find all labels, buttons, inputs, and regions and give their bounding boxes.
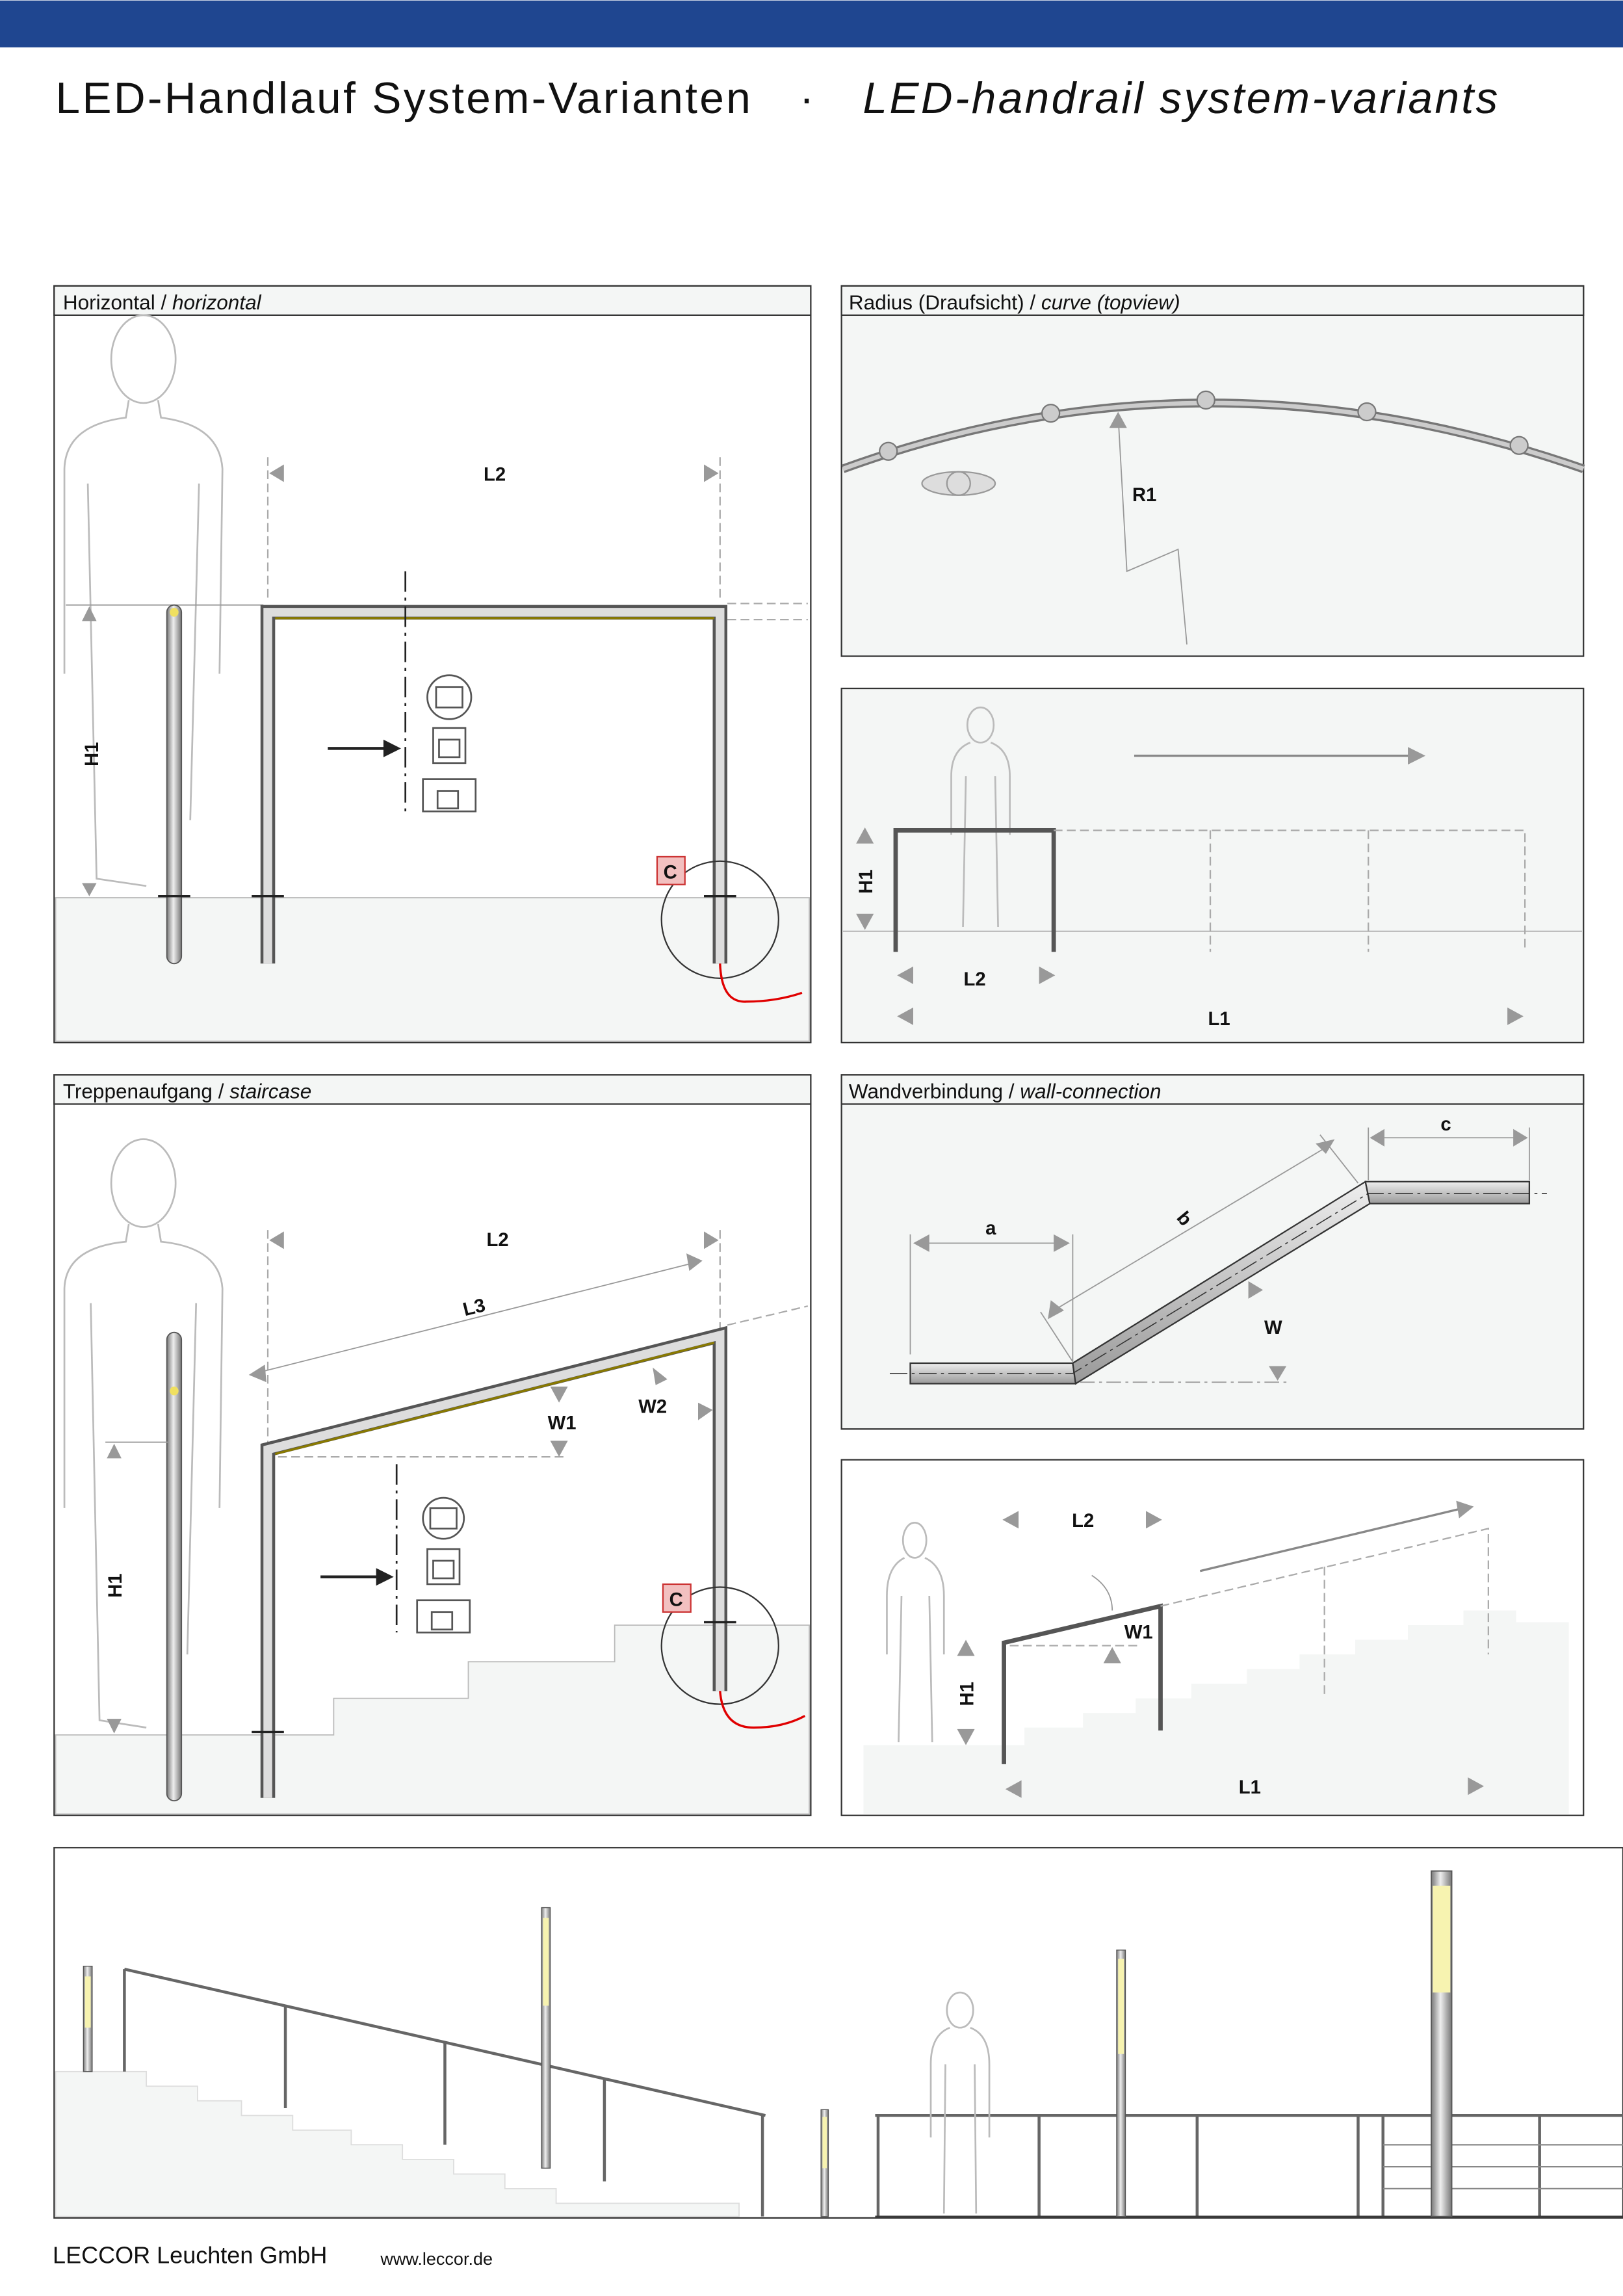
dim-h1: H1 [856, 870, 877, 894]
panel-radius: Radius (Draufsicht) / curve (topview) R1 [840, 285, 1585, 657]
dim-l2: L2 [1072, 1511, 1094, 1532]
title-german: LED-Handlauf System-Varianten [56, 74, 753, 123]
bollard-post [166, 604, 183, 965]
title-english: LED-handrail system-variants [863, 74, 1500, 123]
panel-wall-connection: Wandverbindung / wall-connection a b c W [840, 1074, 1585, 1430]
person-silhouette [63, 314, 224, 887]
panel-extension: H1 L2 L1 [840, 687, 1585, 1044]
bollards [83, 1870, 1453, 2217]
panel-staircase: Treppenaufgang / staircase H1 L2 L3 W1 W… [53, 1074, 812, 1816]
footer-company: LECCOR Leuchten GmbH [53, 2242, 327, 2269]
panel-horizontal: Horizontal / horizontal H1 L2 [53, 285, 812, 1044]
dim-w2: W2 [638, 1397, 667, 1418]
dim-l1: L1 [1239, 1777, 1261, 1798]
panel-title: Treppenaufgang / staircase [63, 1079, 312, 1102]
dim-l2: L2 [486, 1230, 508, 1251]
dim-c: c [1440, 1114, 1451, 1135]
dim-l3: L3 [461, 1295, 487, 1320]
dim-h1: H1 [957, 1682, 978, 1706]
dim-a: a [985, 1218, 996, 1239]
dim-w1: W1 [1124, 1622, 1153, 1643]
panel-stair-extension: L2 W1 H1 L1 [840, 1459, 1585, 1816]
dim-w: W [1264, 1318, 1282, 1338]
dim-h1: H1 [105, 1574, 126, 1598]
footer-url[interactable]: www.leccor.de [380, 2249, 493, 2269]
dim-w1: W1 [548, 1413, 577, 1433]
dim-l2: L2 [484, 464, 506, 485]
panel-title: Radius (Draufsicht) / curve (topview) [849, 291, 1180, 314]
panel-title: Horizontal / horizontal [63, 291, 262, 314]
page-title: LED-Handlauf System-Varianten · LED-hand… [56, 74, 1500, 123]
dim-h1: H1 [82, 742, 103, 766]
dim-l2: L2 [963, 969, 985, 990]
title-separator: · [799, 74, 816, 123]
panel-scene [53, 1847, 1623, 2219]
header-bar [0, 0, 1623, 47]
detail-c-badge: C [664, 863, 677, 883]
profile-sections [422, 674, 477, 813]
dim-l1: L1 [1208, 1009, 1230, 1030]
detail-c-badge: C [669, 1590, 683, 1611]
dim-r1: R1 [1132, 485, 1156, 506]
panel-title: Wandverbindung / wall-connection [849, 1079, 1162, 1102]
